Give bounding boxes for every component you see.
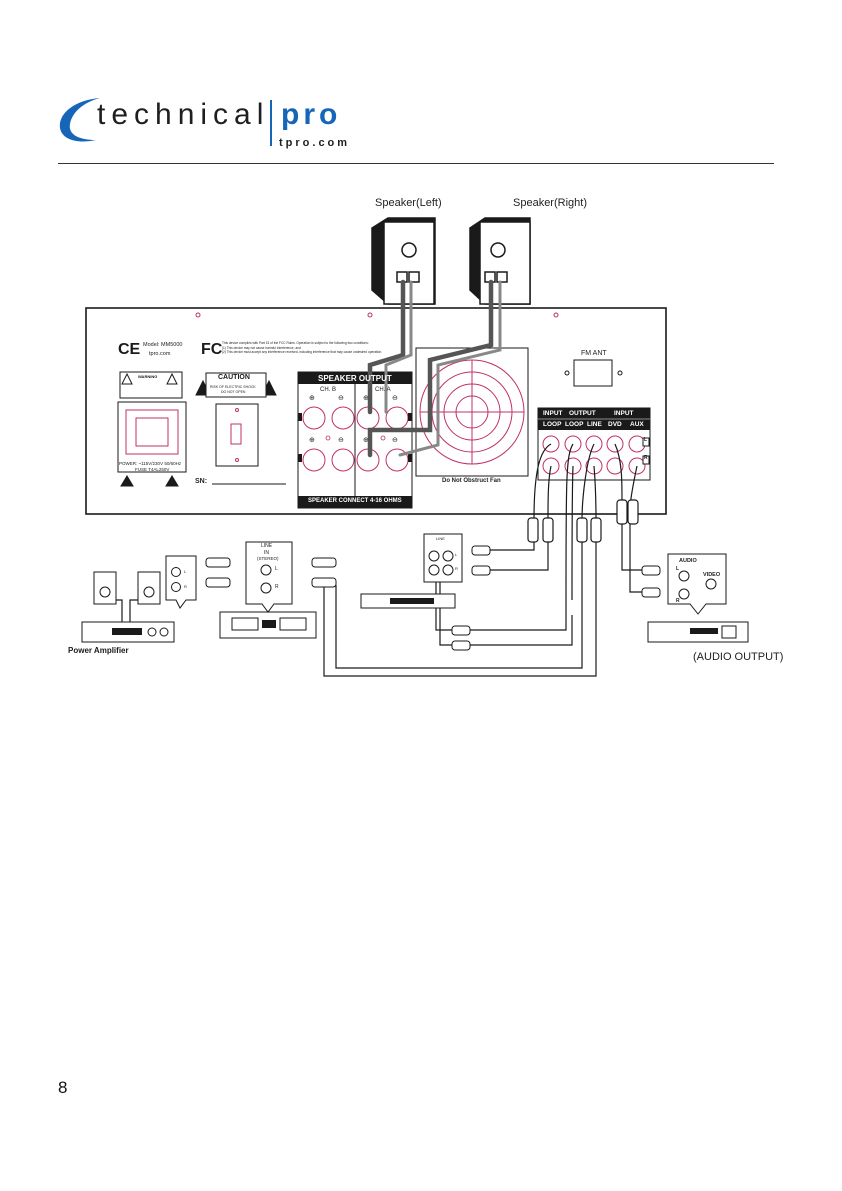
jack-output: OUTPUT xyxy=(569,410,596,417)
jack-aux: AUX xyxy=(630,421,644,428)
ce-mark: CE xyxy=(118,341,141,358)
plus-3: ⊕ xyxy=(309,437,315,444)
caution-line-1: RISK OF ELECTRIC SHOCK xyxy=(210,385,256,389)
minus-4: ⊖ xyxy=(392,437,398,444)
jack-l: L xyxy=(644,437,648,443)
minus-1: ⊖ xyxy=(338,395,344,402)
dvd-l-label: L xyxy=(676,566,680,572)
pa-r-label: R xyxy=(184,584,187,589)
jack-input-1: INPUT xyxy=(543,410,563,417)
jack-dvd: DVD xyxy=(608,421,622,428)
header-rule xyxy=(58,163,774,164)
fcc-mark: FC xyxy=(201,341,223,358)
audio-label: AUDIO xyxy=(679,558,697,564)
pa-l-label: L xyxy=(184,569,187,574)
speaker-right-label: Speaker(Right) xyxy=(513,197,587,209)
fcc-text: This device complies with Part 15 of the… xyxy=(222,341,412,355)
logo-divider xyxy=(270,100,272,146)
caution-line-2: DO NOT OPEN xyxy=(221,390,246,394)
sn-label: SN: xyxy=(195,478,208,485)
fm-ant-label: FM ANT xyxy=(581,350,607,357)
logo-word: technical xyxy=(97,98,270,131)
audio-output-label: (AUDIO OUTPUT) xyxy=(693,651,784,663)
jack-loop-1: LOOP xyxy=(543,421,562,428)
caution-label: CAUTION xyxy=(218,374,250,381)
fcc-line-3: (2) This device must accept any interfer… xyxy=(222,350,383,354)
model-label: Model: MM5000 xyxy=(143,342,183,348)
mid-line-label: LINE xyxy=(436,536,445,541)
wiring-diagram xyxy=(81,217,749,677)
power-amplifier-label: Power Amplifier xyxy=(68,646,129,655)
mid-l-label: L xyxy=(455,552,458,557)
page-number: 8 xyxy=(58,1078,68,1097)
tape-r-label: R xyxy=(275,584,279,590)
model-url: tpro.com xyxy=(149,351,171,357)
tape-l-label: L xyxy=(275,566,278,572)
warning-label: WARNING xyxy=(138,374,158,379)
fcc-line-2: (1) This device may not cause harmful in… xyxy=(222,345,301,350)
ch-b-label: CH. B xyxy=(320,387,337,393)
logo-brand: pro xyxy=(281,98,342,131)
speaker-left xyxy=(371,217,436,305)
power-line-1: POWER: ~115V/230V 50/60Hz xyxy=(119,461,182,466)
tape-stereo-label: (STEREO) xyxy=(257,556,279,561)
tape-in-label: IN xyxy=(264,550,269,556)
minus-2: ⊖ xyxy=(392,395,398,402)
jack-loop-2: LOOP xyxy=(565,421,584,428)
video-label: VIDEO xyxy=(703,572,721,578)
plus-2: ⊕ xyxy=(363,395,369,402)
speaker-output-label: SPEAKER OUTPUT xyxy=(318,374,392,383)
ch-a-label: CH. A xyxy=(375,387,391,393)
speaker-right xyxy=(469,217,531,305)
dvd-r-label: R xyxy=(676,598,680,604)
logo-url: tpro.com xyxy=(279,137,351,149)
mid-r-label: R xyxy=(455,566,458,571)
plus-1: ⊕ xyxy=(309,395,315,402)
jack-line: LINE xyxy=(587,421,602,428)
tape-line-label: LINE xyxy=(261,543,273,549)
plus-4: ⊕ xyxy=(363,437,369,444)
power-line-2: FUSE T4AL250V xyxy=(135,467,170,472)
minus-3: ⊖ xyxy=(338,437,344,444)
fan-label: Do Not Obstruct Fan xyxy=(442,478,501,484)
logo-swoosh xyxy=(59,98,100,142)
fcc-line-1: This device complies with Part 15 of the… xyxy=(222,341,369,345)
jack-input-2: INPUT xyxy=(614,410,634,417)
speaker-connect-label: SPEAKER CONNECT 4-16 OHMS xyxy=(308,498,402,504)
jack-r: R xyxy=(644,455,648,461)
speaker-left-label: Speaker(Left) xyxy=(375,197,442,209)
